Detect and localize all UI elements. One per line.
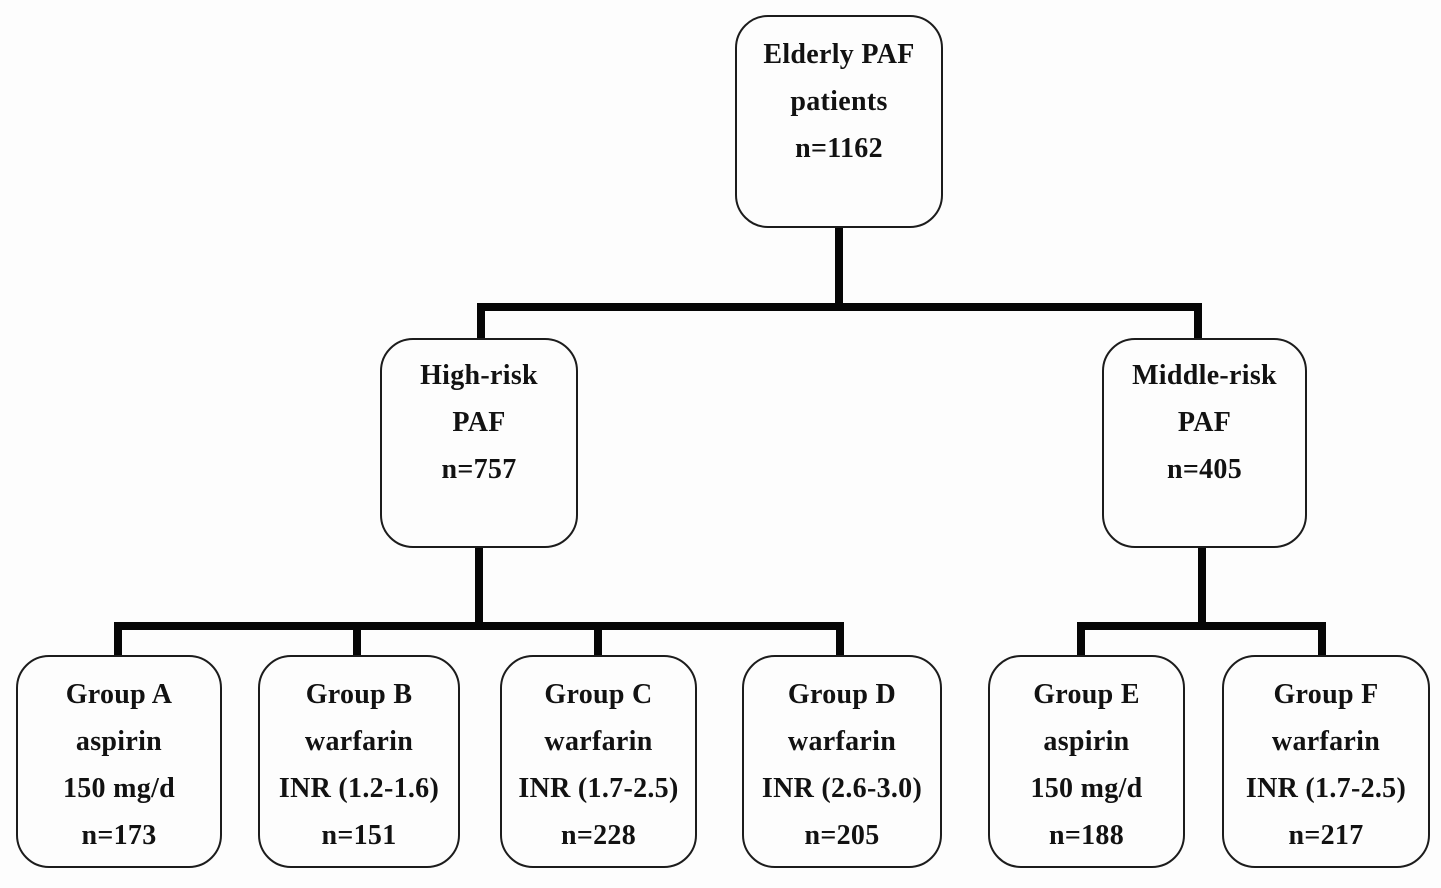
- node-group-e: Group E aspirin 150 mg/d n=188: [988, 655, 1185, 868]
- node-line: Group D: [787, 679, 897, 710]
- node-group-b: Group B warfarin INR (1.2-1.6) n=151: [258, 655, 460, 868]
- node-line: warfarin: [787, 726, 897, 757]
- connector-middlerisk-horizontal: [1077, 622, 1326, 630]
- node-line: warfarin: [544, 726, 653, 757]
- connector-middlerisk-stub: [1194, 303, 1202, 340]
- connector-drop-group-a: [114, 622, 122, 657]
- node-line: n=151: [321, 820, 397, 851]
- node-line: n=217: [1288, 820, 1364, 851]
- node-line: patients: [790, 85, 888, 117]
- node-line: n=228: [560, 820, 637, 851]
- node-line: n=173: [81, 820, 157, 851]
- connector-root-vertical: [835, 227, 843, 311]
- connector-drop-group-c: [594, 622, 602, 657]
- node-middle-risk-paf: Middle-risk PAF n=405: [1102, 338, 1307, 548]
- node-line: n=757: [441, 454, 517, 485]
- node-line: Group E: [1033, 679, 1140, 710]
- connector-middlerisk-vertical: [1198, 546, 1206, 628]
- node-line: n=405: [1166, 454, 1243, 485]
- node-line: Group C: [544, 679, 653, 710]
- node-line: 150 mg/d: [62, 773, 176, 804]
- node-line: Group B: [305, 679, 413, 710]
- node-line: Elderly PAF: [763, 38, 915, 70]
- connector-highrisk-horizontal: [114, 622, 844, 630]
- node-high-risk-paf: High-risk PAF n=757: [380, 338, 578, 548]
- node-line: Group A: [65, 679, 173, 710]
- node-group-d: Group D warfarin INR (2.6-3.0) n=205: [742, 655, 942, 868]
- connector-highrisk-vertical: [475, 546, 483, 628]
- node-line: warfarin: [1271, 726, 1381, 757]
- node-group-a: Group A aspirin 150 mg/d n=173: [16, 655, 222, 868]
- connector-highrisk-stub: [477, 303, 485, 340]
- node-line: Middle-risk: [1132, 360, 1277, 391]
- node-line: PAF: [452, 407, 506, 438]
- connector-drop-group-e: [1077, 622, 1085, 657]
- node-line: 150 mg/d: [1030, 773, 1143, 804]
- node-line: PAF: [1177, 407, 1232, 438]
- connector-drop-group-d: [836, 622, 844, 657]
- node-line: n=205: [804, 820, 880, 851]
- node-line: Group F: [1273, 679, 1379, 710]
- node-line: aspirin: [75, 726, 163, 757]
- node-line: High-risk: [420, 360, 538, 391]
- connector-drop-group-f: [1318, 622, 1326, 657]
- node-line: INR (1.7-2.5): [1245, 773, 1407, 804]
- node-group-c: Group C warfarin INR (1.7-2.5) n=228: [500, 655, 697, 868]
- node-line: aspirin: [1043, 726, 1130, 757]
- node-elderly-paf-patients: Elderly PAF patients n=1162: [735, 15, 943, 228]
- node-line: warfarin: [304, 726, 414, 757]
- node-line: INR (1.7-2.5): [518, 773, 679, 804]
- node-group-f: Group F warfarin INR (1.7-2.5) n=217: [1222, 655, 1430, 868]
- node-line: n=1162: [795, 132, 883, 164]
- connector-level1-horizontal: [477, 303, 1202, 311]
- connector-drop-group-b: [353, 622, 361, 657]
- node-line: INR (2.6-3.0): [761, 773, 923, 804]
- node-line: n=188: [1048, 820, 1125, 851]
- node-line: INR (1.2-1.6): [278, 773, 440, 804]
